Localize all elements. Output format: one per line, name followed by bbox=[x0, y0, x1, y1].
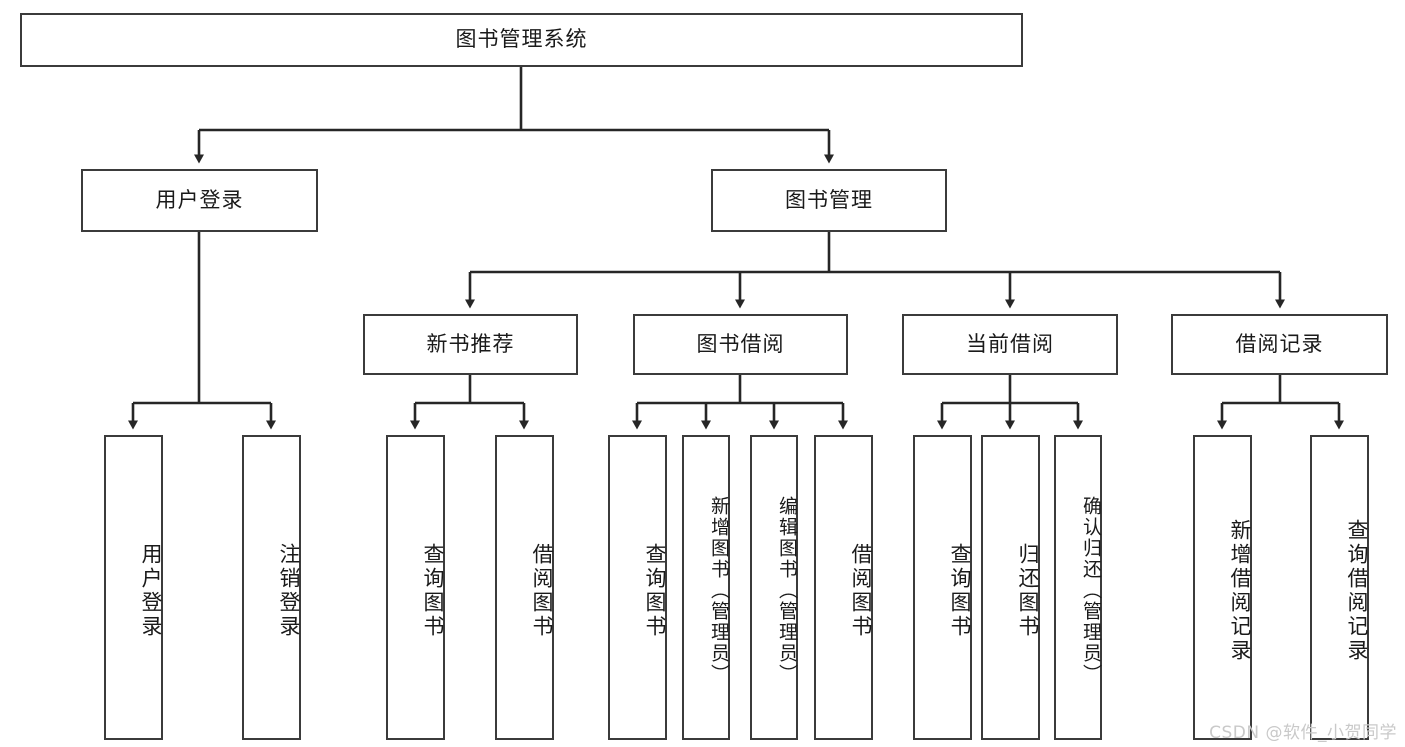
watermark-text: CSDN @软件_小贺同学 bbox=[1209, 723, 1397, 743]
node-new-book-recommend[interactable]: 新书推荐 bbox=[363, 314, 578, 375]
leaf-borrow-query-book[interactable]: 查询图书 bbox=[608, 435, 667, 740]
leaf-borrow-edit-book-admin[interactable]: 编辑图书（管理员） bbox=[750, 435, 798, 740]
leaf-borrow-add-book-admin[interactable]: 新增图书（管理员） bbox=[682, 435, 730, 740]
node-user-login[interactable]: 用户登录 bbox=[81, 169, 318, 232]
leaf-recommend-borrow-book[interactable]: 借阅图书 bbox=[495, 435, 554, 740]
node-book-borrow[interactable]: 图书借阅 bbox=[633, 314, 848, 375]
leaf-current-return-book[interactable]: 归还图书 bbox=[981, 435, 1040, 740]
node-current-borrow[interactable]: 当前借阅 bbox=[902, 314, 1118, 375]
leaf-recommend-query-book[interactable]: 查询图书 bbox=[386, 435, 445, 740]
leaf-current-query-book[interactable]: 查询图书 bbox=[913, 435, 972, 740]
node-root-system[interactable]: 图书管理系统 bbox=[20, 13, 1023, 67]
leaf-user-login[interactable]: 用户登录 bbox=[104, 435, 163, 740]
leaf-record-add-borrow-record[interactable]: 新增借阅记录 bbox=[1193, 435, 1252, 740]
node-borrow-record[interactable]: 借阅记录 bbox=[1171, 314, 1388, 375]
node-book-management[interactable]: 图书管理 bbox=[711, 169, 947, 232]
leaf-current-confirm-return-admin[interactable]: 确认归还（管理员） bbox=[1054, 435, 1102, 740]
leaf-record-query-borrow-record[interactable]: 查询借阅记录 bbox=[1310, 435, 1369, 740]
leaf-logout-login[interactable]: 注销登录 bbox=[242, 435, 301, 740]
leaf-borrow-borrow-book[interactable]: 借阅图书 bbox=[814, 435, 873, 740]
